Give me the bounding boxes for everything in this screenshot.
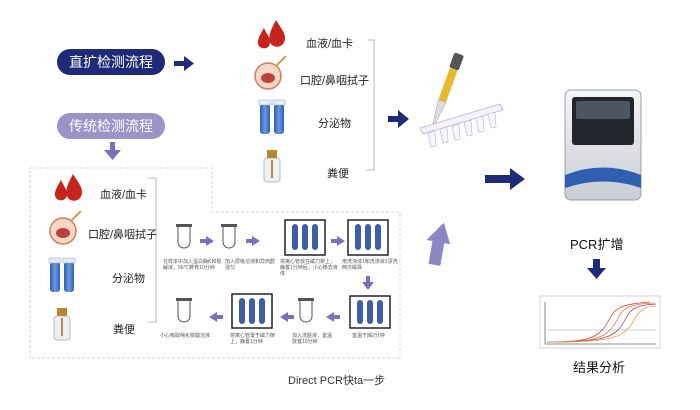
step-tube-icon-1	[176, 224, 192, 249]
step-caption-5: 室温干燥2分钟	[352, 333, 385, 339]
secretion-tube-icon-2	[48, 257, 76, 292]
blood-drop-icon-1	[257, 20, 285, 49]
trad-sample-swab-label: 口腔/鼻咽拭子	[88, 229, 158, 241]
direct-sample-swab-label: 口腔/鼻咽拭子	[300, 75, 370, 87]
traditional-samples-bracket	[148, 177, 157, 323]
step-caption-1: 在样本中加入蛋白酶K和裂解液，56℃孵育10分钟	[163, 259, 222, 271]
magnetic-rack-icon-3	[349, 295, 391, 329]
direct-flow-pill: 直扩检测流程	[57, 49, 165, 75]
trad-sample-blood-label: 血液/血卡	[100, 189, 148, 201]
arrow-trad-up	[426, 222, 451, 266]
pipette-icon	[432, 52, 464, 125]
magnetic-rack-icon-4	[231, 293, 273, 329]
arrow-direct-to-samples	[174, 56, 194, 71]
arrow-pcr-to-result	[587, 259, 606, 279]
step-arrow-6	[209, 312, 223, 322]
arrow-strip-to-pcr	[485, 168, 525, 190]
direct-sample-blood-label: 血液/血卡	[306, 38, 354, 50]
pcr-amplification-label: PCR扩增	[570, 237, 624, 252]
pcr-machine-icon	[564, 89, 642, 201]
step-caption-4: 用洗涤液1和洗涤液2漂洗两次磁珠	[342, 259, 398, 271]
direct-samples-bracket	[366, 39, 375, 171]
arrow-trad-down	[104, 142, 121, 160]
stool-tube-icon-1	[263, 150, 281, 183]
throat-swab-icon-1	[254, 55, 287, 90]
step-caption-3: 将离心管放在磁力架上，静置1分钟后，小心移去液体	[280, 259, 338, 277]
step-tube-icon-2	[221, 224, 237, 249]
magnetic-rack-icon-1	[284, 219, 326, 256]
pcr-tube-strip-icon	[419, 103, 504, 148]
trad-sample-secretion-label: 分泌物	[112, 273, 145, 285]
traditional-flow-pill: 传统检测流程	[57, 113, 165, 139]
blood-drop-icon-2	[54, 174, 82, 201]
traditional-panel	[29, 167, 401, 359]
direct-sample-stool-label: 粪便	[327, 168, 349, 180]
step-caption-8: 小心吸取纯化核酸溶液	[160, 333, 211, 339]
step-tube-icon-4	[176, 298, 192, 323]
step-caption-7: 将离心管置于磁力架上，静置1分钟	[230, 333, 276, 345]
direct-sample-secretion-label: 分泌物	[318, 118, 351, 130]
direct-pcr-caption: Direct PCR快ta一步	[288, 375, 386, 387]
step-arrow-4	[326, 312, 340, 322]
step-arrow-3	[331, 236, 345, 246]
amplification-chart	[539, 295, 661, 349]
stool-tube-icon-2	[53, 308, 71, 341]
result-analysis-label: 结果分析	[573, 360, 626, 375]
magnetic-rack-icon-2	[347, 219, 389, 256]
arrow-samples-to-pipette	[388, 110, 409, 128]
step-tube-icon-3	[298, 298, 314, 323]
step-arrow-2	[246, 236, 260, 246]
step-arrow-down	[362, 276, 374, 290]
throat-swab-icon-2	[49, 210, 82, 245]
step-caption-2: 加入层吸溶液和异丙醇混匀	[225, 259, 276, 271]
step-arrow-5	[280, 312, 294, 322]
trad-sample-stool-label: 粪便	[113, 324, 135, 336]
step-caption-6: 加入洗脱液，室温放置10分钟	[292, 333, 333, 345]
step-arrow-1	[200, 236, 214, 246]
secretion-tube-icon-1	[258, 99, 286, 134]
